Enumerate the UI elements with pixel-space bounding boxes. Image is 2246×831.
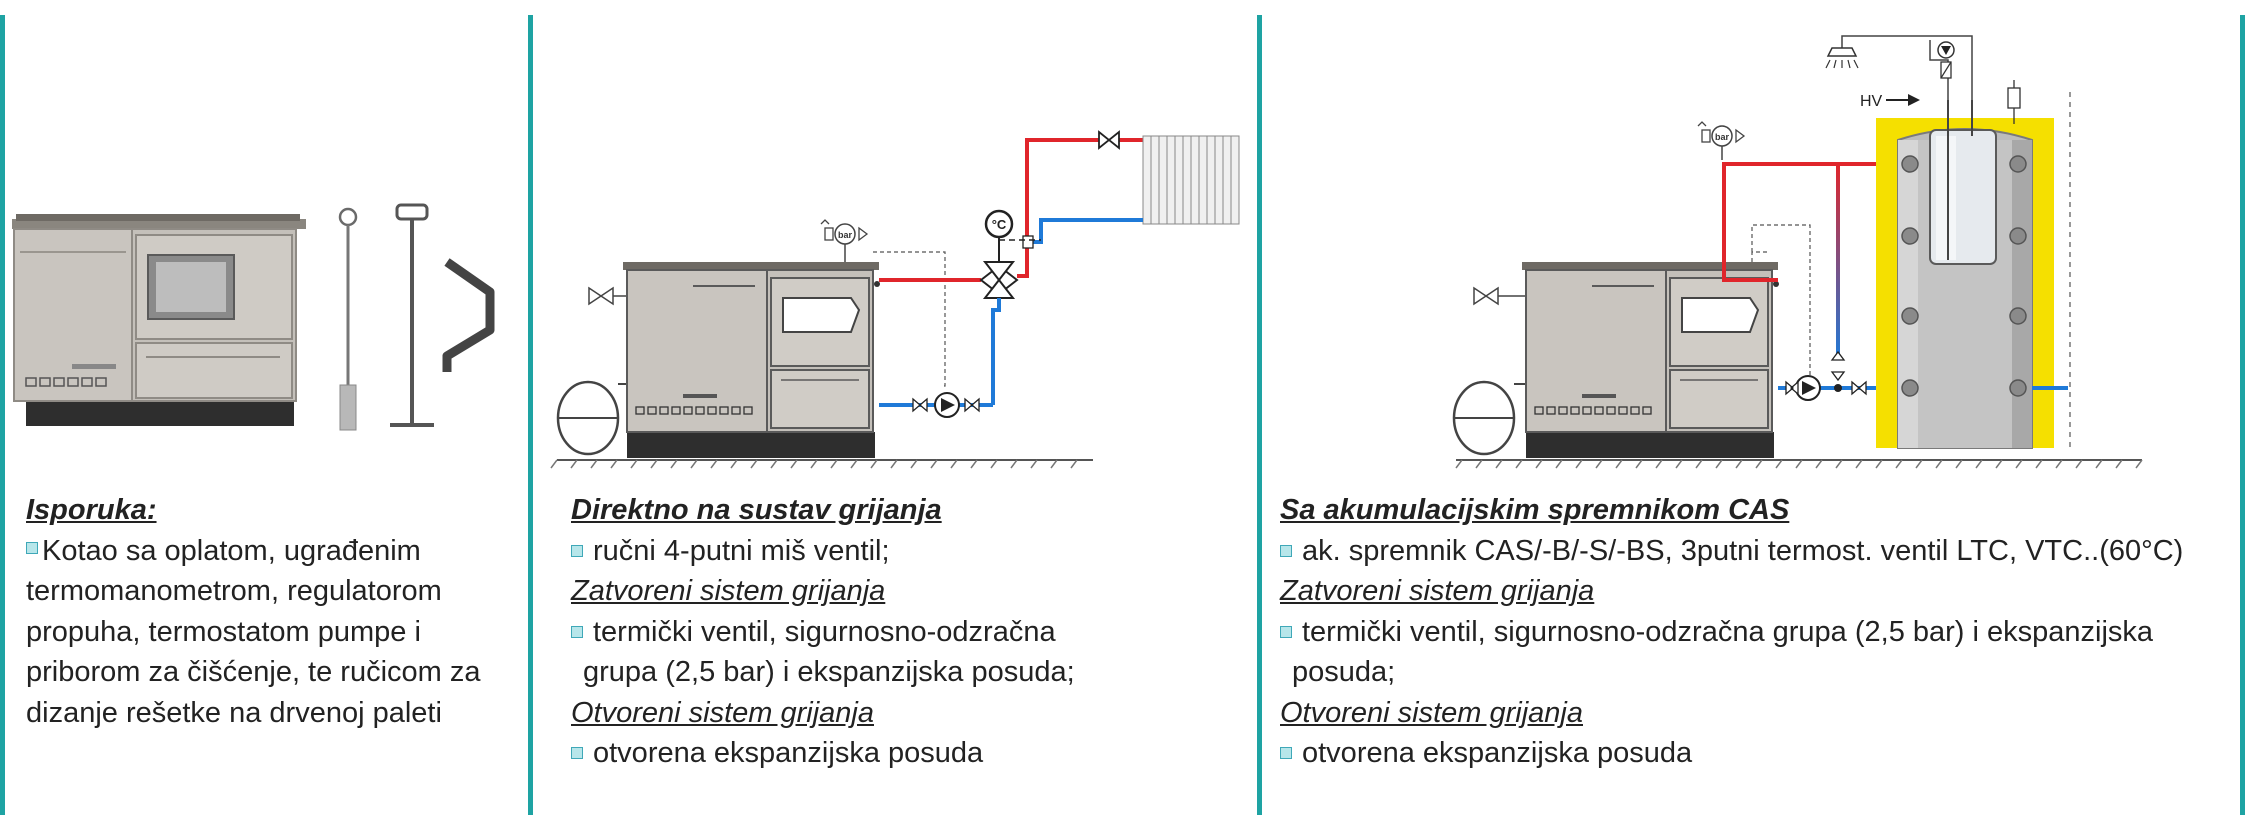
subheading-closed-system: Zatvoreni sistem grijanja [571, 575, 886, 607]
list-item-line: dizanje rešetke na drvenoj paleti [26, 696, 442, 729]
subheading-closed-system: Zatvoreni sistem grijanja [1280, 575, 1595, 607]
divider-bar-1 [528, 15, 533, 815]
panel-accumulation-tank-text: Sa akumulacijskim spremnikom CAS ak. spr… [1280, 490, 2230, 774]
thermometer-icon: °C [992, 217, 1007, 232]
list-item-line: priborom za čišćenje, te ručicom za [26, 656, 481, 688]
list-item: Kotao sa oplatom, ugrađenim [26, 531, 506, 572]
list-item: termički ventil, sigurnosno-odzračna gru… [1280, 612, 2230, 653]
list-item-text: otvorena ekspanzijska posuda [1302, 737, 1693, 769]
list-item-text: ak. spremnik CAS/-B/-S/-BS, 3putni termo… [1302, 534, 2184, 567]
panel-direct-heating: bar °C [533, 0, 1257, 831]
panel-delivery-text: Isporuka: Kotao sa oplatom, ugrađenim te… [26, 490, 506, 733]
bullet-square-icon [1280, 544, 1292, 557]
bullet-square-icon [571, 544, 583, 557]
subheading-open-system: Otvoreni sistem grijanja [571, 696, 874, 729]
gauge-label: bar [1715, 132, 1730, 142]
list-item-line: termomanometrom, regulatorom [26, 575, 442, 607]
divider-bar-left [0, 15, 5, 815]
panel-accumulation-tank: bar [1262, 0, 2240, 831]
accumulation-tank-diagram: bar [1452, 35, 2143, 469]
list-item-text: termički ventil, sigurnosno-odzračna [593, 615, 1056, 648]
panel-delivery: Isporuka: Kotao sa oplatom, ugrađenim te… [0, 0, 528, 831]
list-item: otvorena ekspanzijska posuda [1280, 733, 2230, 774]
bullet-square-icon [571, 747, 583, 759]
bullet-square-icon [1280, 747, 1292, 759]
list-item-text: otvorena ekspanzijska posuda [593, 737, 984, 769]
subheading-open-system: Otvoreni sistem grijanja [1280, 696, 1583, 729]
list-item: termički ventil, sigurnosno-odzračna [571, 612, 1251, 653]
list-item: otvorena ekspanzijska posuda [571, 733, 1251, 774]
stove-with-accessories-image [12, 203, 495, 431]
list-item: ak. spremnik CAS/-B/-S/-BS, 3putni termo… [1280, 531, 2230, 572]
bullet-square-icon [1280, 625, 1292, 638]
list-item: ručni 4-putni miš ventil; [571, 531, 1251, 572]
list-item-continuation: posuda; [1292, 656, 1396, 688]
panel-direct-heating-text: Direktno na sustav grijanja ručni 4-putn… [571, 490, 1251, 774]
panel-direct-heating-title: Direktno na sustav grijanja [571, 494, 942, 526]
panel-delivery-title: Isporuka: [26, 494, 157, 526]
gauge-label: bar [838, 230, 853, 240]
divider-bar-right [2240, 15, 2245, 815]
bullet-square-icon [26, 541, 38, 554]
hv-label: HV [1860, 93, 1883, 110]
list-item-text: ručni 4-putni miš ventil; [593, 534, 890, 567]
list-item-text: termički ventil, sigurnosno-odzračna gru… [1302, 615, 2154, 648]
direct-heating-diagram: bar °C [550, 130, 1240, 469]
bullet-square-icon [571, 625, 583, 638]
list-item-line: Kotao sa oplatom, ugrađenim [42, 534, 421, 567]
panel-accumulation-tank-title: Sa akumulacijskim spremnikom CAS [1280, 494, 1790, 526]
divider-bar-2 [1257, 15, 1262, 815]
list-item-line: propuha, termostatom pumpe i [26, 615, 421, 648]
list-item-continuation: grupa (2,5 bar) i ekspanzijska posuda; [583, 656, 1075, 688]
